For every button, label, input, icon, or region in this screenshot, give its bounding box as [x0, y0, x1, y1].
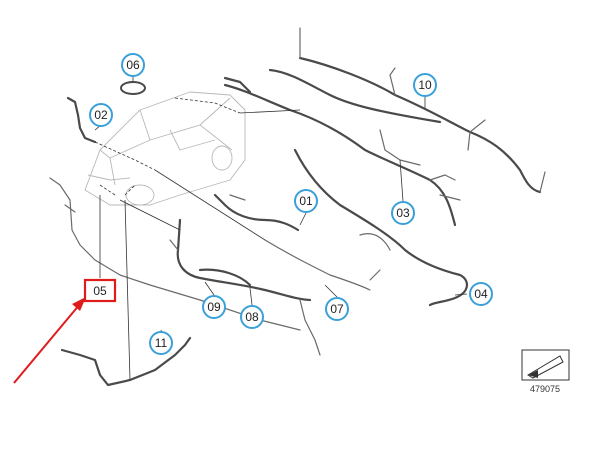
callout-06-label: 06 [126, 58, 140, 72]
harness-04 [293, 148, 468, 307]
callout-10-label: 10 [418, 78, 432, 92]
callout-10[interactable]: 10 [413, 73, 437, 97]
red-arrow-indicator [13, 297, 86, 384]
callout-05-highlighted[interactable]: 05 [83, 278, 117, 303]
callout-01-label: 01 [299, 194, 313, 208]
callout-04-label: 04 [474, 287, 488, 301]
callout-07[interactable]: 07 [325, 297, 349, 321]
leader-lines [94, 77, 468, 381]
harness-07-08-09 [169, 218, 381, 356]
reference-number: 479075 [530, 384, 560, 394]
callout-09[interactable]: 09 [202, 295, 226, 319]
callout-11-label: 11 [155, 336, 168, 350]
callout-08-label: 08 [245, 310, 259, 324]
harness-01 [213, 193, 300, 232]
callout-02-label: 02 [94, 108, 108, 122]
harness-02 [66, 96, 97, 144]
callout-03-label: 03 [396, 206, 410, 220]
callout-11[interactable]: 11 [149, 331, 173, 355]
car-outline [84, 91, 246, 206]
connection-lines [94, 97, 241, 196]
callout-06[interactable]: 06 [121, 53, 145, 77]
callout-03[interactable]: 03 [391, 201, 415, 225]
harness-06 [120, 81, 146, 95]
harness-10 [268, 27, 546, 194]
callout-07-label: 07 [330, 302, 344, 316]
harness-03 [223, 76, 461, 227]
callout-02[interactable]: 02 [89, 103, 113, 127]
callout-05-label: 05 [93, 284, 107, 298]
callout-01[interactable]: 01 [294, 189, 318, 213]
reference-symbol: 479075 [521, 349, 570, 394]
callout-09-label: 09 [207, 300, 221, 314]
callout-04[interactable]: 04 [469, 282, 493, 306]
callout-08[interactable]: 08 [240, 305, 264, 329]
